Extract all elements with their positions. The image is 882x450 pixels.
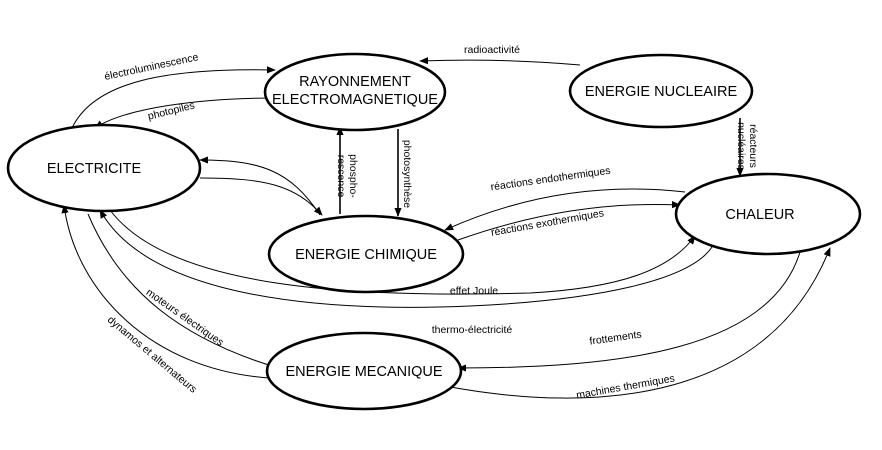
edge-radioactivite: [419, 57, 581, 66]
label-effet-joule: effet Joule: [450, 285, 498, 297]
edge-frottements: [457, 251, 801, 372]
edge-electricite-to-chimique: [199, 177, 323, 216]
node-label: ENERGIE MECANIQUE: [285, 364, 442, 380]
node-energie-nucleaire: ENERGIE NUCLEAIRE: [568, 53, 754, 129]
label-reactions-endothermiques: réactions endothermiques: [490, 165, 611, 194]
node-label: ELECTRICITE: [47, 161, 142, 177]
edge-electroluminescence: [71, 66, 276, 129]
edge-reactions-endothermiques: [444, 188, 686, 231]
node-electricite: ELECTRICITE: [6, 123, 202, 213]
label-frottements: frottements: [589, 328, 643, 347]
label-phosphorescence-2: rescence: [335, 155, 347, 198]
edge-photopiles: [94, 97, 276, 129]
node-label: ELECTROMAGNETIQUE: [272, 92, 438, 108]
label-thermo-electricite: thermo-électricité: [432, 324, 513, 336]
label-moteurs-electriques: moteurs électriques: [144, 286, 226, 348]
edge-chimique-to-electricite: [199, 156, 321, 216]
label-nucleaires: nucléaires: [735, 122, 747, 170]
edge-effet-joule: [109, 209, 696, 295]
label-radioactivite: radioactivité: [464, 44, 520, 56]
edge-machines-thermiques: [444, 247, 831, 399]
label-reacteurs: réacteurs: [747, 124, 759, 168]
label-machines-thermiques: machines thermiques: [575, 372, 675, 401]
label-reactions-exothermiques: réactions exothermiques: [490, 207, 605, 239]
label-dynamos-alternateurs: dynamos et alternateurs: [105, 314, 199, 396]
label-phosphorescence-1: phospho-: [347, 154, 359, 198]
node-label: RAYONNEMENT: [299, 74, 411, 90]
edge-dynamos-alternateurs: [61, 204, 271, 379]
node-label: ENERGIE NUCLEAIRE: [585, 84, 738, 100]
node-label: CHALEUR: [725, 207, 794, 223]
edge-thermo-electricite: [99, 209, 713, 308]
node-energie-mecanique: ENERGIE MECANIQUE: [265, 331, 463, 411]
node-energie-chimique: ENERGIE CHIMIQUE: [267, 214, 465, 294]
node-chaleur: CHALEUR: [674, 172, 862, 256]
edge-moteurs-electriques: [87, 213, 286, 372]
label-photopiles: photopiles: [147, 99, 196, 122]
node-rayonnement-electromagnetique: RAYONNEMENT ELECTROMAGNETIQUE: [263, 52, 447, 132]
edge-reactions-exothermiques: [457, 201, 681, 241]
node-label: ENERGIE CHIMIQUE: [295, 247, 437, 263]
label-photosynthese: photosynthèse: [401, 140, 413, 208]
